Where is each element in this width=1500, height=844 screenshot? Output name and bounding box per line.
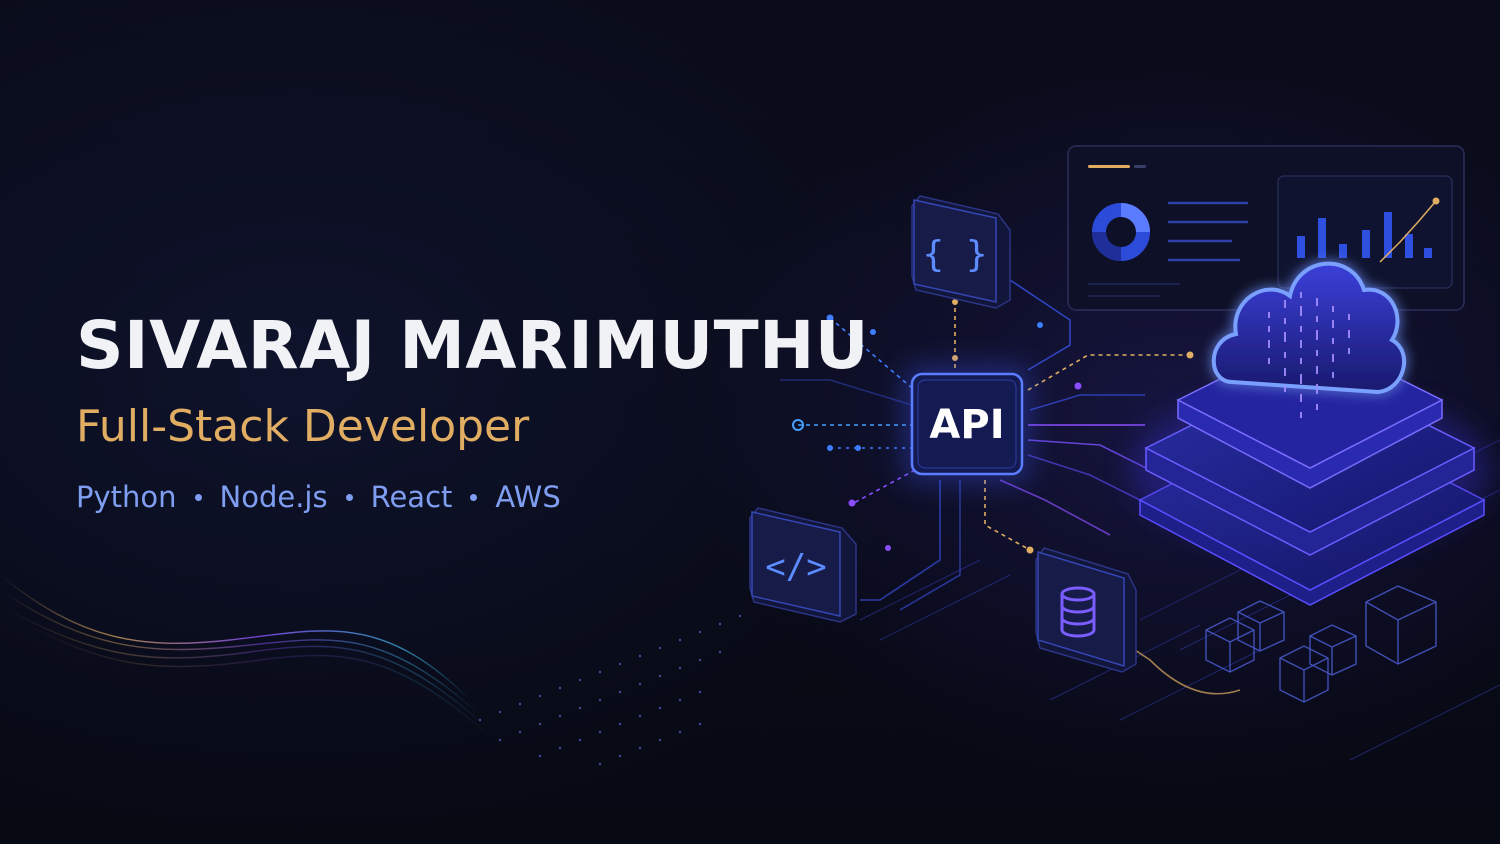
- hero-text-block: SIVARAJ MARIMUTHU Full-Stack Developer P…: [76, 306, 869, 514]
- database-icon-tile: [1035, 547, 1137, 673]
- bullet-separator: [470, 493, 478, 501]
- donut-chart-icon: [1092, 203, 1150, 261]
- braces-icon-tile: { }: [911, 195, 1011, 309]
- bullet-separator: [345, 493, 353, 501]
- connection-lines: [780, 269, 1241, 695]
- cloud-platform: [1130, 261, 1490, 606]
- cloud-icon: [1211, 261, 1407, 395]
- developer-name: SIVARAJ MARIMUTHU: [76, 307, 869, 384]
- api-hub-tile: [904, 366, 1030, 482]
- developer-role: Full-Stack Developer: [76, 401, 530, 452]
- code-tag-icon: </>: [765, 547, 826, 587]
- cube-icon: [1205, 585, 1437, 703]
- skill-aws: AWS: [495, 480, 561, 514]
- skill-python: Python: [76, 480, 177, 514]
- skill-nodejs: Node.js: [219, 480, 328, 514]
- dashboard-panel: [1067, 145, 1465, 311]
- wave-lines: [0, 574, 501, 746]
- bar-chart-icon: [1297, 212, 1432, 258]
- braces-icon: { }: [922, 234, 987, 275]
- dot-grid: [478, 614, 742, 766]
- database-icon: [1060, 586, 1096, 638]
- skill-react: React: [370, 480, 453, 514]
- bullet-separator: [194, 493, 202, 501]
- api-hub-label: API: [929, 402, 1005, 448]
- code-tag-icon-tile: </>: [749, 507, 857, 623]
- skills-list: Python Node.js React AWS: [76, 480, 869, 514]
